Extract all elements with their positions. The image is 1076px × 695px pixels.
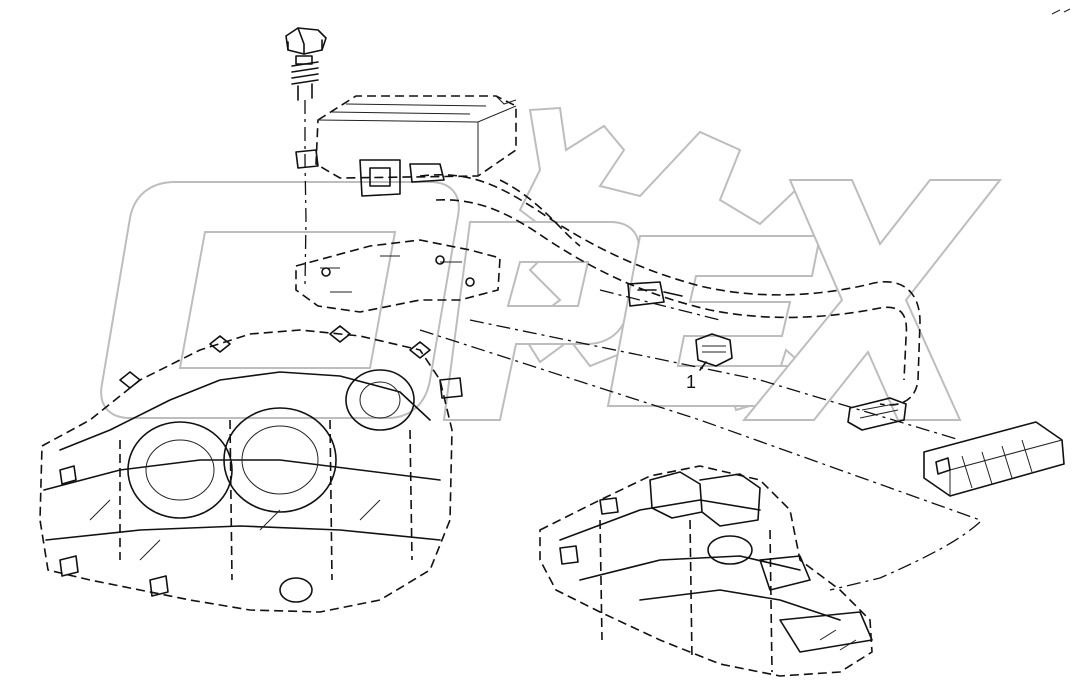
watermark: [100, 106, 1003, 421]
alignment-centerline-a: [419, 329, 981, 521]
watermark-letter-o: [100, 181, 460, 419]
corner-mark: [1051, 8, 1071, 15]
relay-module: [923, 421, 1065, 497]
sensor: [847, 397, 907, 431]
bolt-centerline: [304, 100, 307, 286]
alignment-centerline-c: [829, 521, 981, 591]
mounting-plate: [295, 239, 501, 313]
watermark-letter-x: [741, 179, 1003, 421]
wiring-harness: [419, 173, 921, 406]
gear-unit: [539, 465, 873, 677]
harness-clip: [627, 281, 665, 307]
control-module: [295, 95, 517, 197]
callout-1-leader: [699, 361, 707, 371]
connector-part-1: [695, 333, 733, 367]
callout-1: 1: [686, 372, 696, 392]
bolt: [285, 27, 327, 101]
alignment-centerline-b: [469, 319, 961, 441]
transmission-housing: [39, 325, 463, 613]
